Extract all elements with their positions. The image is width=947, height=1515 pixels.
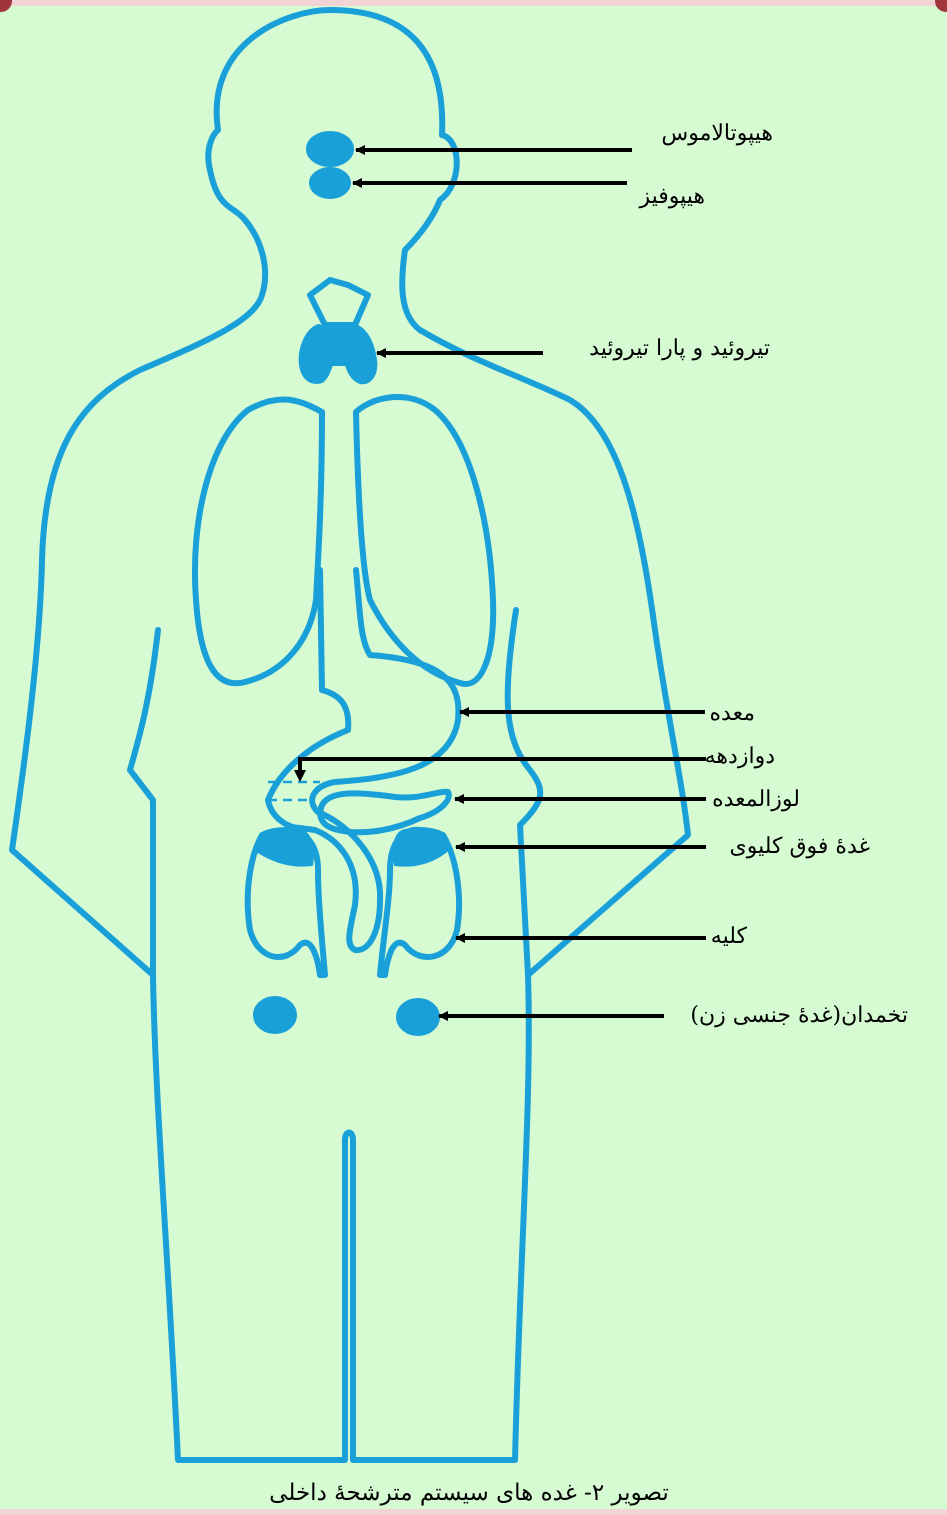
left-arm-line [130, 630, 158, 975]
right-ovary [397, 999, 439, 1035]
right-arm-line [508, 610, 541, 975]
hypothalamus-gland [307, 132, 353, 166]
right-lung [356, 397, 493, 684]
duodenum-arrowhead [294, 770, 306, 782]
left-lung [195, 399, 322, 683]
pancreas-label: لوزالمعده [712, 787, 800, 812]
larynx-outline [310, 280, 368, 325]
duodenum-label: دوازدهه [705, 744, 775, 769]
stomach-label: معده [710, 701, 755, 726]
thyroid-gland [300, 325, 377, 383]
left-ovary [254, 997, 296, 1033]
thyroid-label: تیروئید و پارا تیروئید [589, 336, 770, 361]
pituitary-label: هیپوفیز [638, 184, 705, 209]
kidney-label: کلیه [711, 924, 748, 949]
pituitary-gland [310, 168, 350, 198]
adrenal-label: غدهٔ فوق کلیوی [730, 834, 871, 859]
duodenum-arrow-line [300, 759, 706, 772]
body-outline [12, 10, 688, 1460]
hypothalamus-label: هیپوتالاموس [661, 121, 773, 146]
ovary-label: تخمدان(غدهٔ جنسی زن) [690, 1003, 908, 1028]
figure-caption: تصویر ۲- غده های سیستم مترشحهٔ داخلی [269, 1480, 669, 1506]
